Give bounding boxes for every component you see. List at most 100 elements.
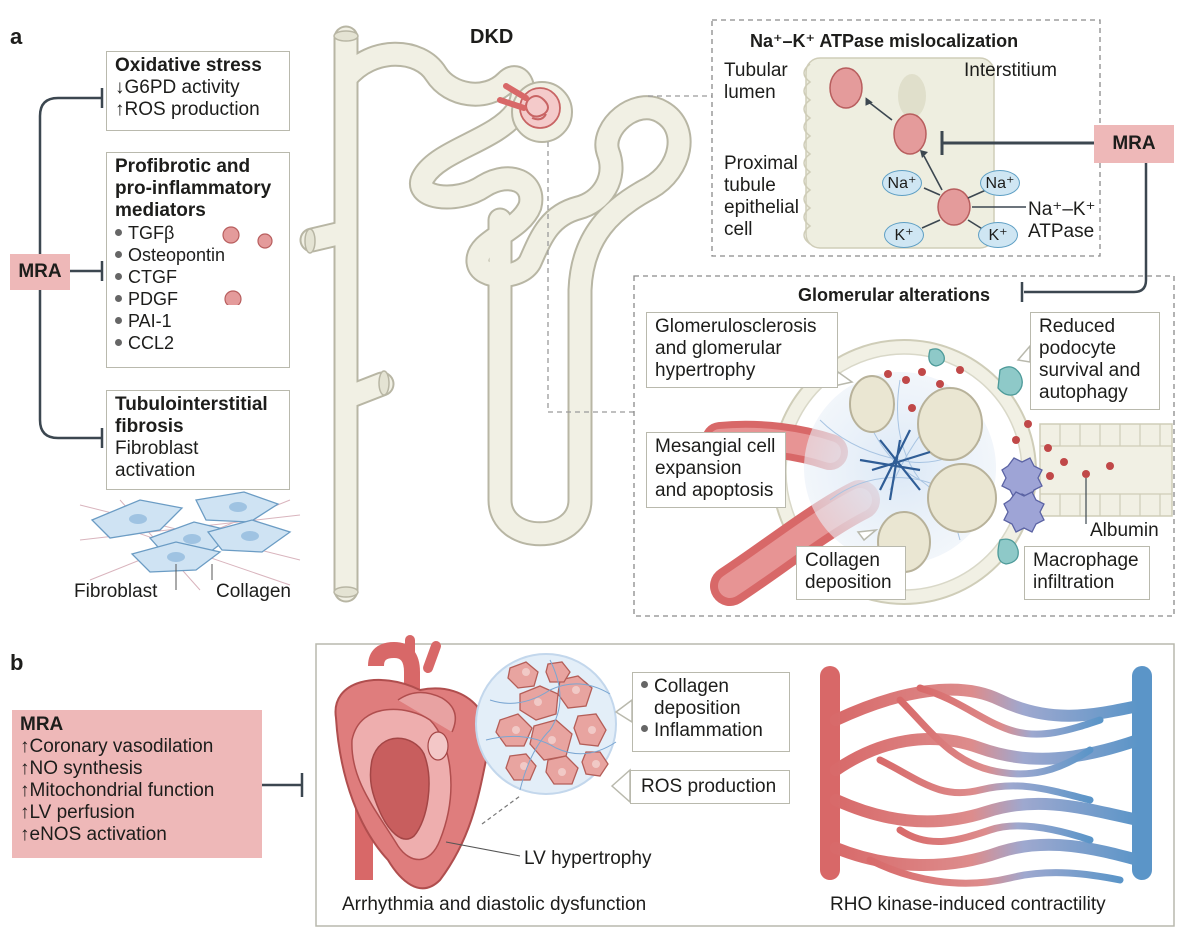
mediator-item: Osteopontin	[115, 244, 281, 266]
macrophage-2: infiltration	[1033, 572, 1115, 593]
heart-illustration	[334, 635, 521, 890]
rho-kinase-label: RHO kinase-induced contractility	[830, 894, 1106, 915]
podocyte-1: Reduced	[1039, 316, 1116, 337]
bullet-inflammation: Inflammation	[641, 720, 781, 742]
bullet-dot	[641, 681, 648, 689]
mra-effect-3: ↑Mitochondrial function	[20, 780, 215, 801]
tubulo-title-1: Tubulointerstitial	[115, 394, 268, 415]
fibroblast-illustration	[79, 491, 301, 591]
panel-b-label: b	[10, 650, 24, 675]
cardiomyocyte-cluster	[475, 653, 617, 795]
mra-effects-title: MRA	[20, 714, 64, 735]
tubulo-title-2: fibrosis	[115, 416, 184, 437]
mediator-item: PDGF	[115, 288, 281, 310]
panel-b-artwork	[262, 635, 1175, 927]
tubulointerstitial-box: Tubulointerstitial fibrosis Fibroblast a…	[106, 390, 290, 490]
mediator-pai1: PAI-1	[128, 311, 172, 331]
na-ion-inside: Na⁺	[882, 170, 922, 196]
bullet-dot	[115, 272, 122, 280]
podocyte-2: podocyte	[1039, 338, 1117, 359]
mediator-item: CCL2	[115, 332, 281, 354]
mediator-pdgf: PDGF	[128, 289, 179, 309]
proximal-4: cell	[724, 219, 753, 240]
podocyte-box: Reduced podocyte survival and autophagy	[1030, 312, 1160, 410]
collagen-dep-2: deposition	[805, 572, 892, 593]
dkd-title: DKD	[470, 26, 514, 48]
tubular-lumen-1: Tubular	[724, 60, 788, 81]
bullet-deposition-text: deposition	[654, 698, 741, 719]
mra-effect-4: ↑LV perfusion	[20, 802, 135, 823]
proximal-2: tubule	[724, 175, 776, 196]
mesangial-3: and apoptosis	[655, 480, 774, 501]
glomerulosclerosis-2: and glomerular	[655, 338, 782, 359]
nephron-tubule	[299, 25, 692, 603]
albumin-label: Albumin	[1090, 520, 1159, 541]
atpase-panel	[711, 19, 1148, 302]
lv-hypertrophy-label: LV hypertrophy	[524, 848, 652, 869]
mediator-ctgf: CTGF	[128, 267, 177, 287]
connector-lines	[547, 95, 712, 413]
ros-production-label: ROS production	[641, 776, 777, 797]
tubulo-line-2: activation	[115, 460, 196, 481]
mediator-item: PAI-1	[115, 310, 281, 332]
tubular-lumen-2: lumen	[724, 82, 776, 103]
bullet-inflammation-text: Inflammation	[654, 720, 763, 741]
profibrotic-box: Profibrotic and pro-inflammatory mediato…	[106, 152, 290, 368]
bullet-collagen-text: Collagen	[654, 676, 729, 697]
macrophage-1: Macrophage	[1033, 550, 1139, 571]
mra-effect-2: ↑NO synthesis	[20, 758, 143, 779]
panel-a-label: a	[10, 24, 23, 49]
interstitium-label: Interstitium	[964, 60, 1057, 81]
mediator-list: TGFβ Osteopontin CTGF PDGF PAI-1 CCL2	[115, 222, 281, 354]
mediator-tgfb: TGFβ	[128, 223, 175, 243]
podocyte-4: autophagy	[1039, 382, 1128, 403]
glomerulus-small	[497, 81, 573, 143]
oxidative-line-1: ↓G6PD activity	[115, 77, 240, 98]
pump-label-1: Na⁺–K⁺	[1028, 199, 1096, 220]
glomerular-title: Glomerular alterations	[798, 285, 991, 305]
profibrotic-title-3: mediators	[115, 200, 206, 221]
oxidative-stress-box: Oxidative stress ↓G6PD activity ↑ROS pro…	[106, 51, 290, 131]
mesangial-1: Mesangial cell	[655, 436, 776, 457]
collagen-label: Collagen	[216, 581, 291, 602]
pump-label-2: ATPase	[1028, 221, 1095, 242]
bullet-collagen: Collagen	[641, 676, 781, 698]
glomerular-panel	[633, 275, 1175, 617]
collagen-deposition-box: Collagen deposition	[796, 546, 906, 600]
bullet-dot	[641, 725, 648, 733]
bullet-dot	[115, 338, 122, 346]
myocardial-effects-box: Collagen deposition Inflammation	[632, 672, 790, 752]
mediator-ccl2: CCL2	[128, 333, 175, 353]
mediator-item: CTGF	[115, 266, 281, 288]
na-ion-outside: Na⁺	[980, 170, 1020, 196]
proximal-3: epithelial	[724, 197, 799, 218]
glomerulosclerosis-1: Glomerulosclerosis	[655, 316, 817, 337]
podocyte-3: survival and	[1039, 360, 1141, 381]
collagen-dep-1: Collagen	[805, 550, 880, 571]
mediator-osteopontin: Osteopontin	[128, 245, 226, 265]
mra-label-left: MRA	[10, 254, 70, 290]
macrophage-box: Macrophage infiltration	[1024, 546, 1150, 600]
mesangial-box: Mesangial cell expansion and apoptosis	[646, 432, 786, 508]
mra-label-right: MRA	[1094, 125, 1174, 163]
profibrotic-title-1: Profibrotic and	[115, 156, 251, 177]
glomerulosclerosis-3: hypertrophy	[655, 360, 756, 381]
k-ion-outside: K⁺	[978, 222, 1018, 248]
bullet-dot	[115, 316, 122, 324]
oxidative-stress-title: Oxidative stress	[115, 55, 262, 76]
oxidative-line-2: ↑ROS production	[115, 99, 260, 120]
bullet-dot	[115, 228, 122, 236]
mediator-item: TGFβ	[115, 222, 281, 244]
vascular-network	[820, 666, 1152, 887]
fibroblast-label: Fibroblast	[74, 581, 158, 602]
bullet-dot	[115, 250, 122, 258]
bullet-dot	[115, 294, 122, 302]
glomerulosclerosis-box: Glomerulosclerosis and glomerular hypert…	[646, 312, 838, 388]
ros-box: ROS production	[630, 770, 790, 804]
mediator-molecules	[222, 226, 273, 305]
profibrotic-title-2: pro-inflammatory	[115, 178, 272, 199]
proximal-1: Proximal	[724, 153, 798, 174]
mra-effect-1: ↑Coronary vasodilation	[20, 736, 214, 757]
